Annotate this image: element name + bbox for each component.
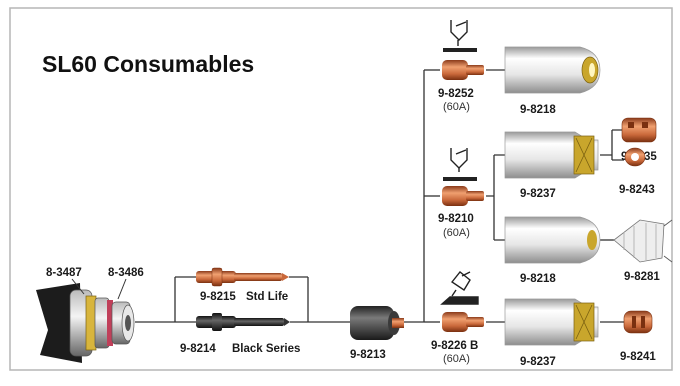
- label-gouge-deflector: 9-8241: [620, 351, 656, 363]
- label-cup-lower: 9-8218: [520, 273, 556, 285]
- start-cartridge: [350, 306, 404, 340]
- label-electrode-black-desc: Black Series: [232, 343, 300, 355]
- shield-deflector: [621, 117, 657, 143]
- label-start-cartridge: 9-8213: [350, 349, 386, 361]
- label-shield-ring: 9-8243: [619, 184, 655, 196]
- label-torch-a: 8-3487: [46, 267, 82, 279]
- label-tip-bevel: 9-8226 B: [431, 340, 478, 352]
- line-cup-mid-shields: [600, 129, 624, 161]
- label-tip-drag: 9-8252: [438, 88, 474, 100]
- label-tip-standoff: 9-8210: [438, 213, 474, 225]
- torch-head: [36, 283, 135, 363]
- tip-bevel: [442, 312, 484, 332]
- label-tip-bevel-amps: (60A): [443, 353, 470, 365]
- shield-cup-bottom: [504, 298, 599, 346]
- standoff-guide: [613, 219, 673, 263]
- diagram-frame: [9, 7, 673, 371]
- gouge-deflector: [623, 310, 653, 334]
- standoff-cut-icon: [443, 148, 477, 181]
- label-electrode-std: 9-8215: [200, 291, 236, 303]
- bevel-cut-icon: [440, 271, 479, 305]
- label-cup-top: 9-8218: [520, 104, 556, 116]
- label-cup-bottom: 9-8237: [520, 356, 556, 368]
- label-electrode-black: 9-8214: [180, 343, 216, 355]
- shield-cup-lower: [504, 216, 601, 264]
- electrode-black-series: [196, 313, 290, 331]
- drag-cut-icon: [443, 20, 477, 52]
- page-title: SL60 Consumables: [42, 51, 254, 77]
- label-tip-standoff-amps: (60A): [443, 227, 470, 239]
- shield-cup-top: [504, 46, 601, 94]
- tip-standoff: [442, 186, 484, 206]
- label-cup-mid: 9-8237: [520, 188, 556, 200]
- connector-lines: [135, 69, 624, 323]
- label-electrode-std-desc: Std Life: [246, 291, 288, 303]
- electrode-std-life: [196, 267, 289, 287]
- shield-ring: [624, 147, 646, 167]
- line-tip-standoff-bracket: [486, 154, 505, 241]
- label-torch-b: 8-3486: [108, 267, 144, 279]
- tip-drag: [442, 60, 484, 80]
- label-standoff-guide: 9-8281: [624, 271, 660, 283]
- shield-cup-mid: [504, 131, 599, 179]
- label-tip-drag-amps: (60A): [443, 101, 470, 113]
